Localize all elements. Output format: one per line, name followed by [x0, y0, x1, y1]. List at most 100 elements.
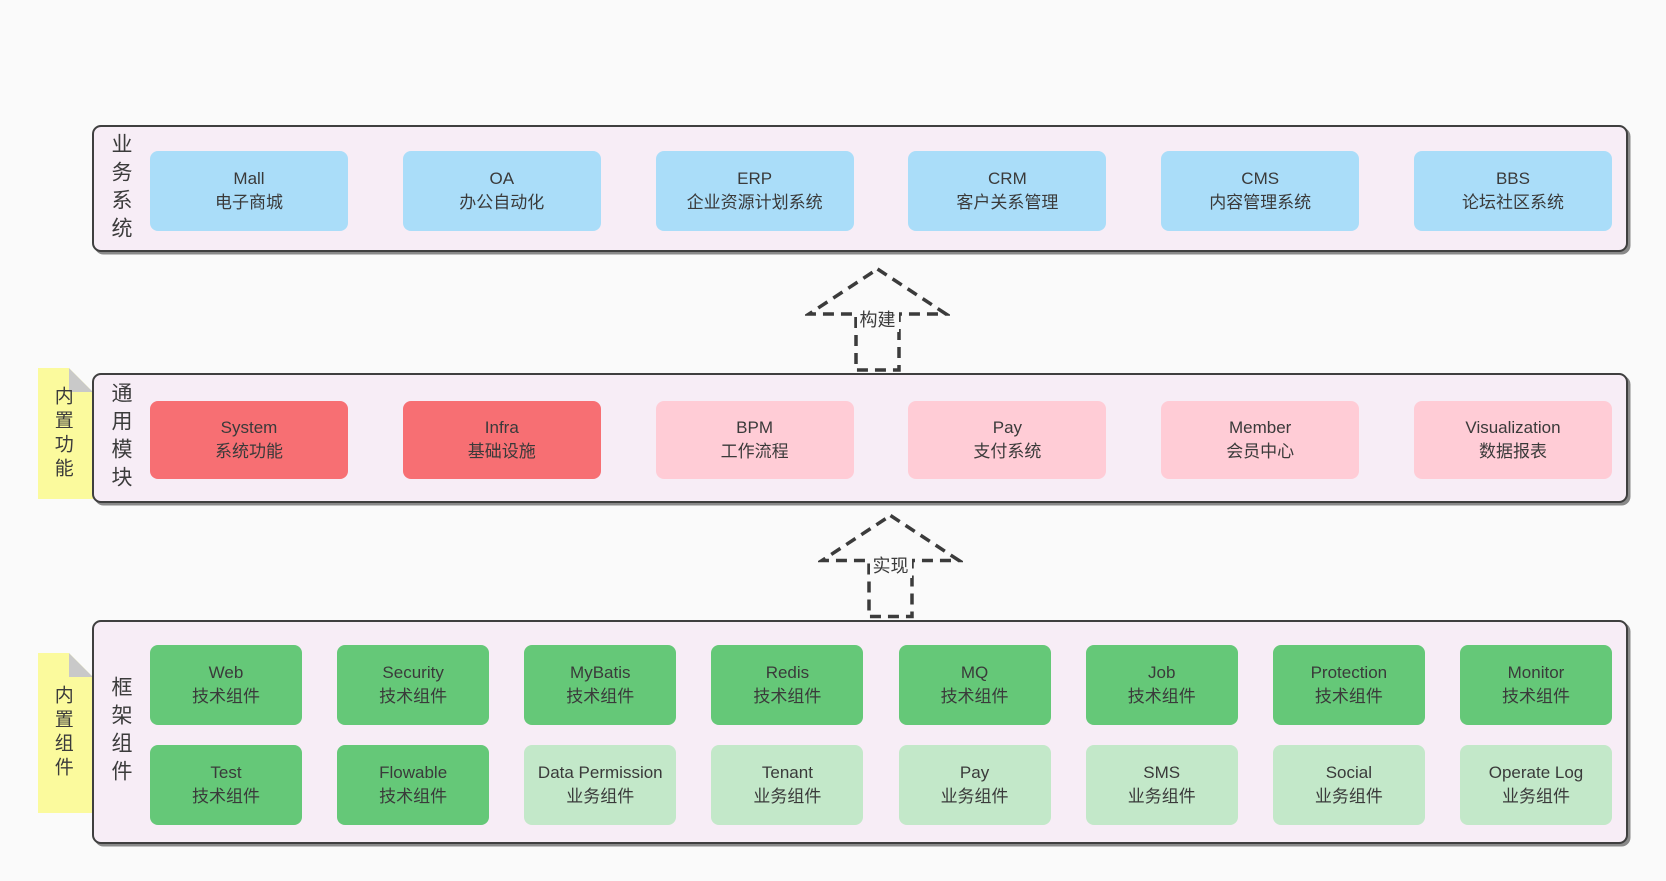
framework-components-row-2: Test 技术组件 Flowable 技术组件 Data Permission … — [150, 745, 1612, 825]
node-zh: 数据报表 — [1478, 442, 1547, 461]
node-test: Test 技术组件 — [150, 745, 302, 825]
node-mq: MQ 技术组件 — [898, 645, 1051, 725]
node-zh: 企业资源计划系统 — [686, 193, 823, 212]
node-infra: Infra 基础设施 — [402, 401, 601, 479]
node-bpm: BPM 工作流程 — [655, 401, 854, 479]
node-en: Operate Log — [1488, 762, 1584, 782]
node-erp: ERP 企业资源计划系统 — [655, 151, 854, 231]
node-zh: 系统功能 — [215, 442, 283, 461]
note-fold-icon — [69, 653, 93, 677]
node-en: Flowable — [379, 762, 448, 782]
layer-title: 业务系统 — [109, 132, 132, 245]
node-en: Monitor — [1507, 662, 1565, 682]
node-monitor: Monitor 技术组件 — [1459, 645, 1612, 725]
node-en: Pay — [992, 417, 1023, 437]
node-oa: OA 办公自动化 — [402, 151, 601, 231]
node-zh: 技术组件 — [379, 787, 448, 806]
node-en: MQ — [960, 662, 989, 682]
node-zh: 基础设施 — [467, 442, 536, 461]
node-system: System 系统功能 — [150, 401, 348, 479]
node-data-permission: Data Permission 业务组件 — [524, 745, 677, 825]
layer-title: 框架组件 — [109, 676, 132, 788]
node-pay-biz: Pay 业务组件 — [898, 745, 1051, 825]
node-zh: 技术组件 — [379, 687, 448, 706]
layer-title: 通用模块 — [109, 382, 132, 494]
node-zh: 业务组件 — [753, 787, 822, 806]
arrow-label: 构建 — [856, 306, 899, 332]
node-zh: 技术组件 — [192, 787, 260, 806]
layer-framework-components: 框架组件 Web 技术组件 Security 技术组件 MyBatis 技术组件… — [92, 620, 1628, 844]
node-en: CMS — [1241, 168, 1280, 188]
node-zh: 电子商城 — [215, 193, 283, 212]
node-zh: 技术组件 — [1501, 687, 1570, 706]
node-zh: 内容管理系统 — [1209, 193, 1312, 212]
node-pay: Pay 支付系统 — [908, 401, 1107, 479]
arrow-build: 构建 — [805, 266, 950, 373]
node-cms: CMS 内容管理系统 — [1161, 151, 1360, 231]
node-bbs: BBS 论坛社区系统 — [1413, 151, 1612, 231]
node-mall: Mall 电子商城 — [150, 151, 348, 231]
node-en: Protection — [1310, 662, 1388, 682]
node-zh: 技术组件 — [1127, 687, 1196, 706]
node-zh: 技术组件 — [753, 687, 822, 706]
arrow-implement: 实现 — [818, 512, 963, 620]
arrow-label: 实现 — [869, 552, 912, 578]
node-crm: CRM 客户关系管理 — [908, 151, 1107, 231]
node-social: Social 业务组件 — [1272, 745, 1425, 825]
common-modules-row: System 系统功能 Infra 基础设施 BPM 工作流程 Pay 支付系统… — [150, 401, 1612, 479]
node-zh: 会员中心 — [1226, 442, 1295, 461]
node-en: Security — [382, 662, 444, 682]
node-flowable: Flowable 技术组件 — [337, 745, 490, 825]
node-redis: Redis 技术组件 — [711, 645, 864, 725]
node-en: Social — [1325, 762, 1372, 782]
node-en: SMS — [1143, 762, 1181, 782]
node-mybatis: MyBatis 技术组件 — [524, 645, 677, 725]
node-zh: 业务组件 — [1501, 787, 1570, 806]
node-en: Redis — [765, 662, 810, 682]
node-zh: 业务组件 — [566, 787, 635, 806]
layer-common-modules: 通用模块 System 系统功能 Infra 基础设施 BPM 工作流程 Pay… — [92, 373, 1628, 503]
node-en: Test — [210, 762, 242, 782]
node-en: OA — [489, 168, 515, 188]
node-en: Web — [208, 662, 244, 682]
node-tenant: Tenant 业务组件 — [711, 745, 864, 825]
business-systems-row: Mall 电子商城 OA 办公自动化 ERP 企业资源计划系统 CRM 客户关系… — [150, 151, 1612, 231]
sticky-note-builtin-components: 内置组件 — [38, 653, 93, 813]
layer-business-systems: 业务系统 Mall 电子商城 OA 办公自动化 ERP 企业资源计划系统 CRM… — [92, 125, 1628, 252]
node-en: ERP — [737, 168, 773, 188]
node-operate-log: Operate Log 业务组件 — [1459, 745, 1612, 825]
node-zh: 客户关系管理 — [956, 193, 1059, 212]
node-en: CRM — [988, 168, 1027, 188]
node-en: BPM — [736, 417, 774, 437]
node-zh: 技术组件 — [940, 687, 1009, 706]
node-zh: 技术组件 — [1314, 687, 1383, 706]
node-en: Pay — [959, 762, 990, 782]
node-zh: 技术组件 — [566, 687, 635, 706]
node-zh: 办公自动化 — [459, 193, 545, 212]
node-en: Visualization — [1465, 417, 1561, 437]
node-visualization: Visualization 数据报表 — [1413, 401, 1612, 479]
node-zh: 业务组件 — [940, 787, 1009, 806]
sticky-note-builtin-features: 内置功能 — [38, 368, 93, 499]
node-zh: 支付系统 — [973, 442, 1042, 461]
node-zh: 论坛社区系统 — [1461, 193, 1564, 212]
node-en: Job — [1147, 662, 1176, 682]
node-en: Member — [1229, 417, 1292, 437]
framework-components-row-1: Web 技术组件 Security 技术组件 MyBatis 技术组件 Redi… — [150, 645, 1612, 725]
node-zh: 业务组件 — [1127, 787, 1196, 806]
node-web: Web 技术组件 — [150, 645, 302, 725]
node-sms: SMS 业务组件 — [1085, 745, 1238, 825]
node-en: Data Permission — [537, 762, 663, 782]
node-zh: 工作流程 — [720, 442, 789, 461]
node-member: Member 会员中心 — [1161, 401, 1360, 479]
node-protection: Protection 技术组件 — [1272, 645, 1425, 725]
node-zh: 技术组件 — [192, 687, 260, 706]
node-zh: 业务组件 — [1314, 787, 1383, 806]
node-job: Job 技术组件 — [1085, 645, 1238, 725]
note-label: 内置功能 — [51, 385, 73, 482]
node-en: MyBatis — [570, 662, 631, 682]
node-security: Security 技术组件 — [337, 645, 490, 725]
node-en: BBS — [1495, 168, 1530, 188]
note-label: 内置组件 — [51, 685, 73, 781]
